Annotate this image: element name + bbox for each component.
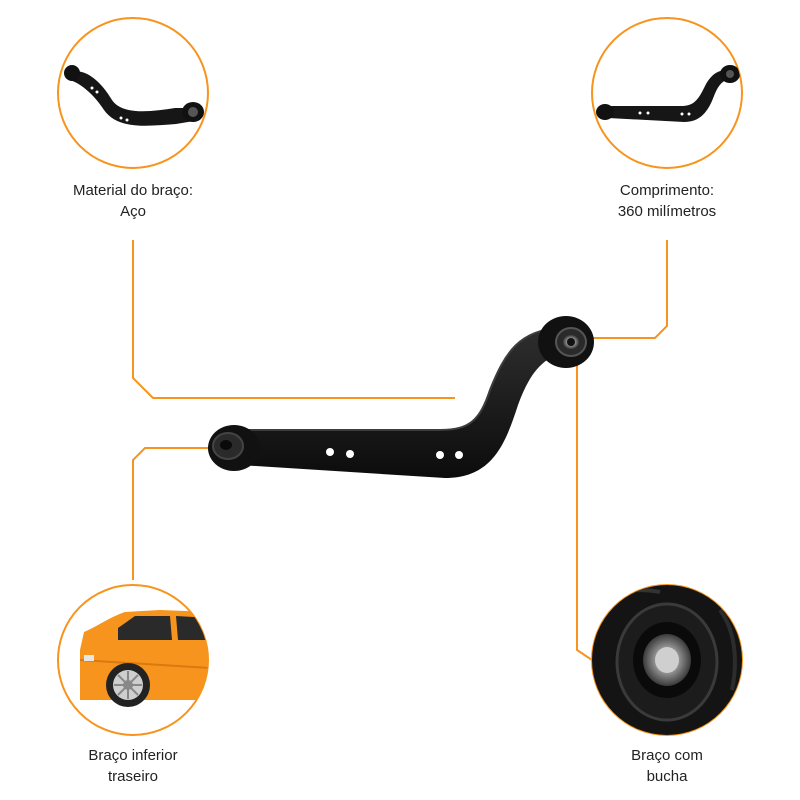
label-lower-arm: Braço inferior traseiro [23,745,243,787]
label-material-line1: Material do braço: [72,182,194,199]
control-arm-main [208,316,594,478]
label-bush-line1: Braço com [631,747,703,764]
label-lower-line2: traseiro [107,768,159,785]
arm-thumbnail-material [64,65,204,126]
connector-bush [576,365,593,661]
connector-length [590,240,668,339]
callout-circle-material [57,17,209,169]
label-bush-line2: bucha [646,768,688,785]
label-lower-line1: Braço inferior [88,747,178,764]
arm-thumbnail-length [596,65,740,122]
label-material-line2: Aço [120,203,146,220]
connector-lower [132,447,278,580]
connector-material [132,240,455,399]
car-icon [79,610,208,707]
callout-circle-length [591,17,743,169]
bushing-closeup [592,585,742,735]
label-length-line1: Comprimento: [619,182,715,199]
callout-circle-bush [591,584,743,736]
label-bushing: Braço com bucha [557,745,777,787]
label-length: Comprimento: 360 milímetros [557,180,777,222]
callout-circle-lower [57,584,209,736]
label-length-line2: 360 milímetros [617,203,717,220]
label-material: Material do braço: Aço [23,180,243,222]
connector-lines [132,240,668,661]
